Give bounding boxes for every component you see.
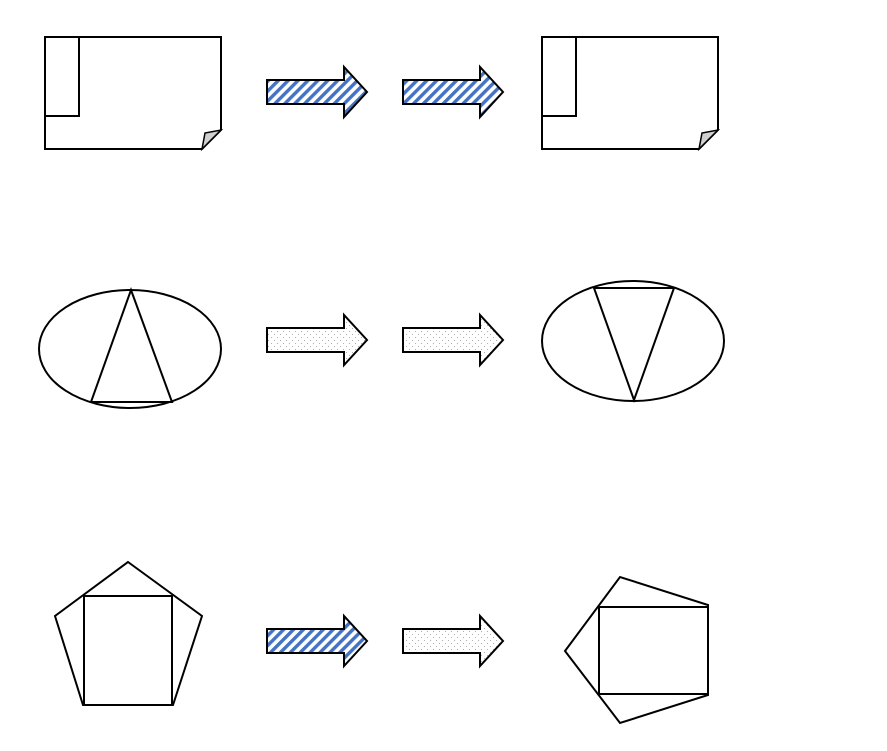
row-3 bbox=[53, 560, 709, 725]
ellipse-triangle-left bbox=[38, 287, 222, 409]
page-figure-left bbox=[44, 36, 224, 152]
hatched-arrow-2 bbox=[402, 64, 505, 120]
hatched-arrow-1 bbox=[266, 64, 369, 120]
dotted-arrow-3 bbox=[402, 613, 505, 669]
ellipse-inverted-triangle-right bbox=[541, 280, 725, 403]
row-1 bbox=[44, 36, 721, 152]
page-figure-right bbox=[541, 36, 721, 152]
dotted-arrow-1 bbox=[266, 312, 369, 368]
pentagon-square-left bbox=[53, 560, 204, 706]
hatched-arrow-3 bbox=[266, 613, 369, 669]
dotted-arrow-2 bbox=[402, 312, 505, 368]
row-2 bbox=[38, 280, 725, 409]
pentagon-square-right bbox=[563, 575, 709, 725]
